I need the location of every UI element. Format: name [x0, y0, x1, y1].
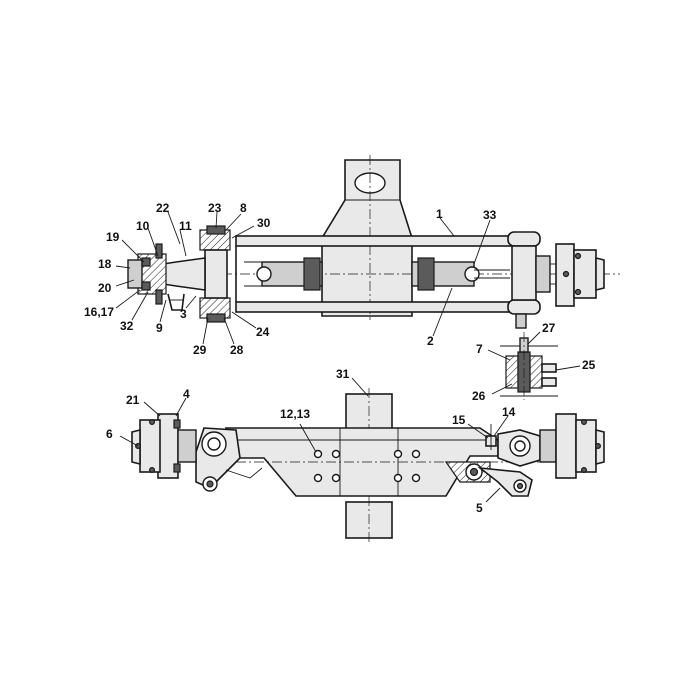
label-8: 8 — [240, 201, 247, 215]
bottom-view: 31 21 4 6 12,13 15 14 5 — [106, 367, 605, 545]
right-wheel-hub — [507, 231, 605, 329]
bottom-view-leaders — [119, 377, 509, 503]
label-5: 5 — [476, 501, 483, 515]
left-wheel-hub-elevation — [131, 413, 197, 479]
label-32: 32 — [120, 319, 134, 333]
label-7: 7 — [476, 342, 483, 356]
label-6: 6 — [106, 427, 113, 441]
label-25: 25 — [582, 358, 596, 372]
label-27: 27 — [542, 321, 556, 335]
label-14: 14 — [502, 405, 516, 419]
right-wheel-hub-elevation — [539, 413, 605, 479]
label-11: 11 — [179, 219, 192, 233]
right-steering-linkage — [444, 424, 541, 497]
label-20: 20 — [98, 281, 112, 295]
half-shafts — [244, 257, 510, 291]
label-1: 1 — [436, 207, 443, 221]
label-19: 19 — [106, 230, 120, 244]
label-10: 10 — [136, 219, 150, 233]
detail-view: 27 7 25 26 — [472, 321, 596, 403]
center-mount-block — [345, 388, 393, 545]
bottom-view-labels: 31 21 4 6 12,13 15 14 5 — [106, 367, 516, 515]
mounting-bolts — [313, 449, 421, 483]
label-23: 23 — [208, 201, 222, 215]
label-29: 29 — [193, 343, 207, 357]
left-wheel-hub-section — [127, 225, 231, 323]
label-12-13: 12,13 — [280, 407, 310, 421]
label-31: 31 — [336, 367, 350, 381]
label-33: 33 — [483, 208, 497, 222]
label-26: 26 — [472, 389, 486, 403]
label-21: 21 — [126, 393, 140, 407]
label-9: 9 — [156, 321, 163, 335]
axle-beam-elevation — [200, 427, 560, 497]
top-view-labels: 1 33 23 8 30 22 10 11 19 18 20 16,17 32 … — [84, 201, 497, 357]
label-18: 18 — [98, 257, 112, 271]
top-view: 1 33 23 8 30 22 10 11 19 18 20 16,17 32 … — [84, 155, 620, 357]
label-15: 15 — [452, 413, 466, 427]
label-16-17: 16,17 — [84, 305, 114, 319]
label-30: 30 — [257, 216, 271, 230]
label-28: 28 — [230, 343, 244, 357]
label-3: 3 — [180, 307, 187, 321]
label-4: 4 — [183, 387, 190, 401]
label-24: 24 — [256, 325, 270, 339]
label-22: 22 — [156, 201, 170, 215]
top-view-leaders — [115, 211, 491, 345]
label-2: 2 — [427, 334, 434, 348]
left-steering-knuckle — [195, 427, 263, 492]
